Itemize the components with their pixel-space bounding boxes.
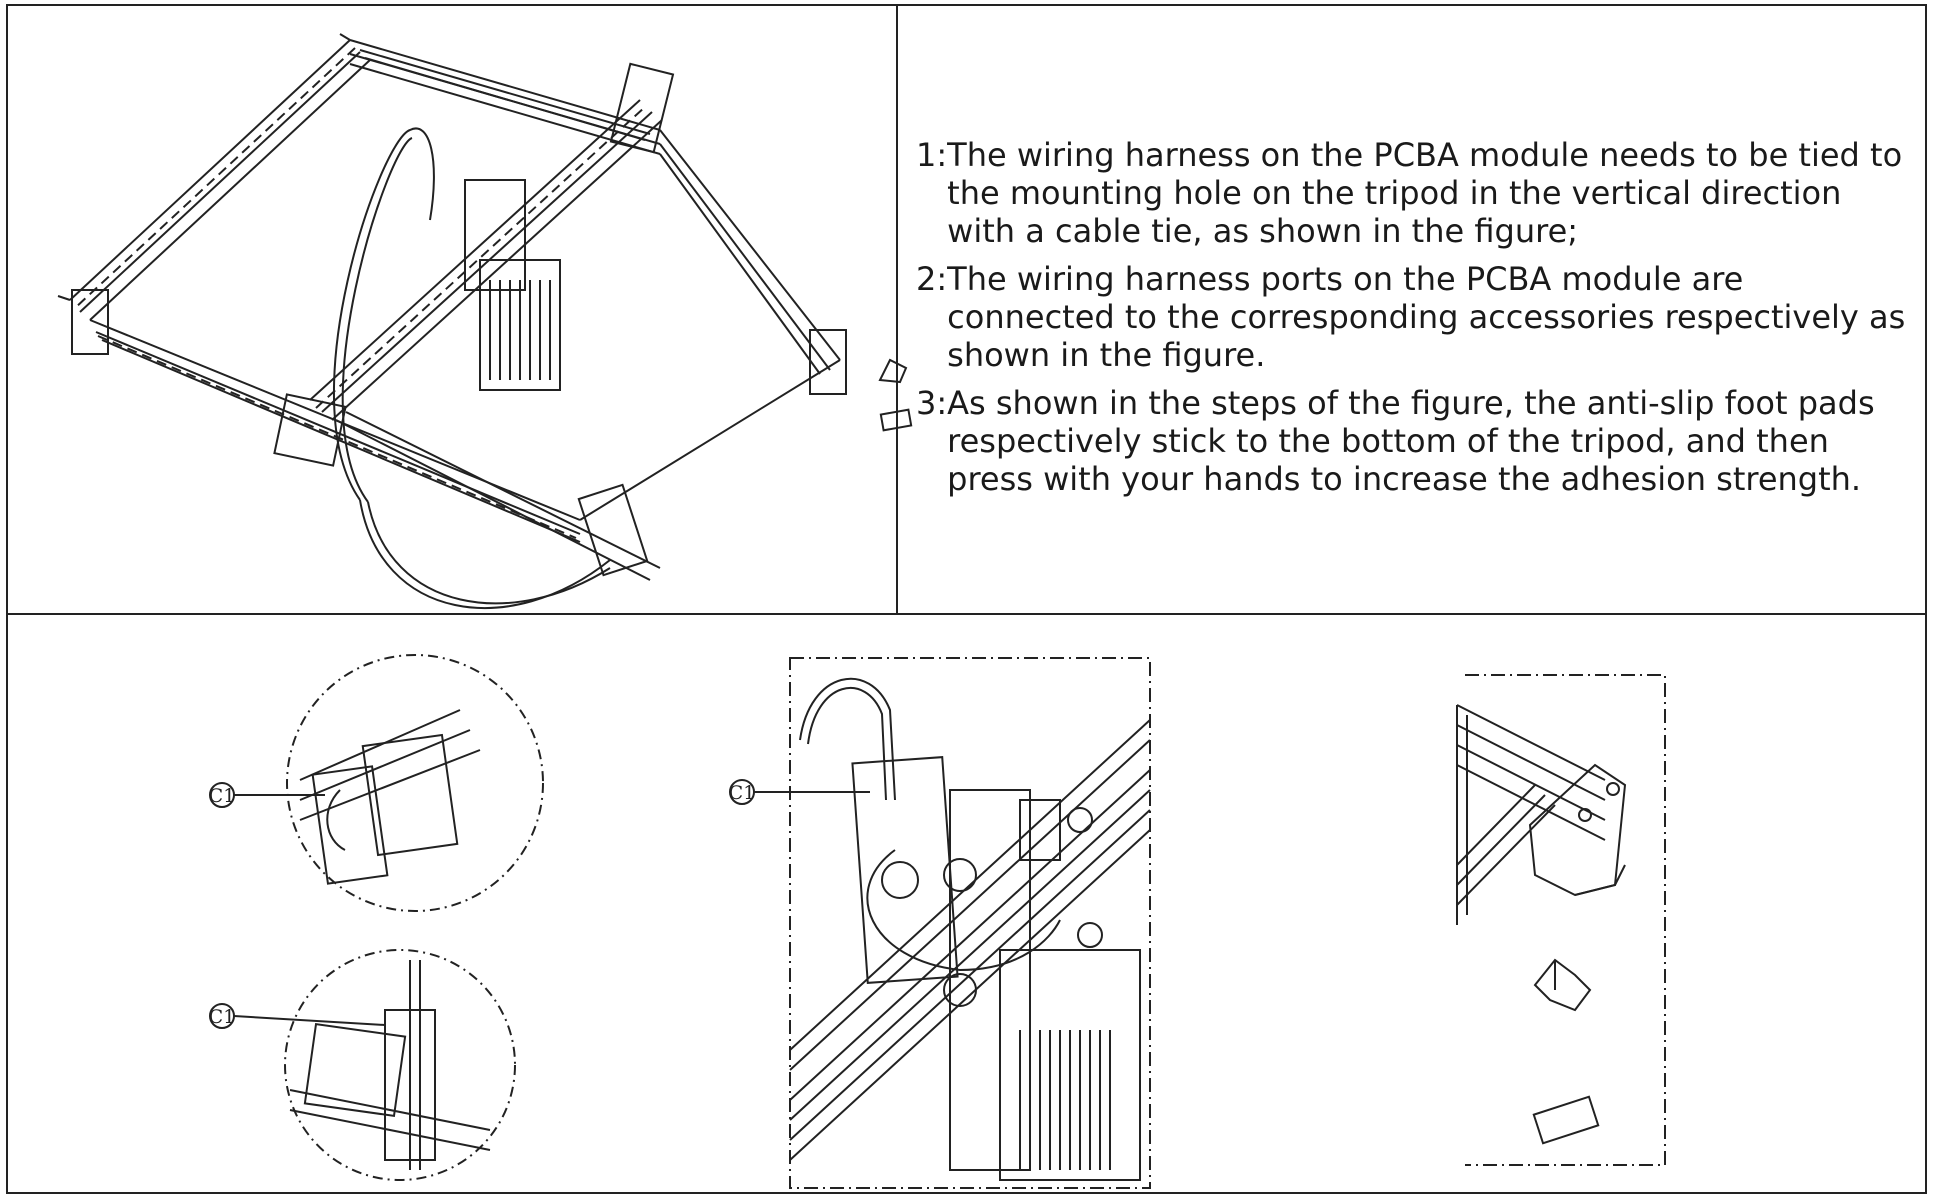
instruction-step-3: 3: As shown in the steps of the figure, … [916, 384, 1916, 498]
callout-label-top: C1 [209, 785, 236, 807]
laser-module-detail-icon: C1 [729, 657, 1151, 1189]
instruction-list: 1: The wiring harness on the PCBA module… [916, 136, 1916, 508]
instruction-step-1: 1: The wiring harness on the PCBA module… [916, 136, 1916, 250]
step-number: 1: [916, 136, 948, 174]
manual-page-frame [6, 4, 1927, 1194]
instruction-step-2: 2: The wiring harness ports on the PCBA … [916, 260, 1916, 374]
foot-pad-detail-icon [1456, 674, 1666, 1166]
cable-tie-detail-icon: C1 C1 [209, 654, 544, 1181]
laser-engraver-frame-icon [57, 33, 913, 609]
step-text: As shown in the steps of the figure, the… [947, 384, 1875, 498]
step-number: 2: [916, 260, 948, 298]
step-text: The wiring harness ports on the PCBA mod… [947, 260, 1906, 374]
section-divider-vertical [896, 6, 898, 613]
section-divider-horizontal [8, 613, 1925, 615]
callout-label-center: C1 [729, 782, 756, 804]
step-number: 3: [916, 384, 948, 422]
callout-label-bottom: C1 [209, 1006, 236, 1028]
step-text: The wiring harness on the PCBA module ne… [947, 136, 1903, 250]
